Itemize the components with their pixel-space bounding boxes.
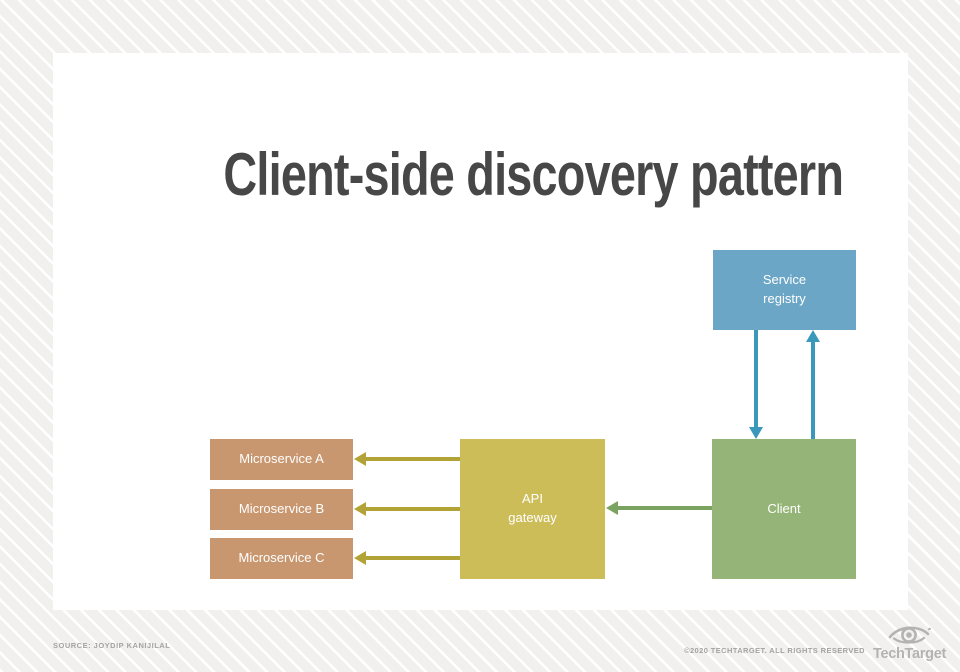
source-credit: SOURCE: JOYDIP KANIJILAL — [53, 641, 171, 650]
node-service-registry-label: Service registry — [762, 272, 807, 306]
arrow-line — [754, 330, 758, 427]
node-api-gateway-label: API gateway — [508, 491, 557, 525]
page-title: Client-side discovery pattern — [53, 140, 960, 209]
techtarget-logo: TechTarget — [873, 622, 946, 663]
node-client: Client — [712, 439, 856, 579]
techtarget-wordmark: TechTarget — [872, 646, 946, 662]
techtarget-eye-icon — [887, 622, 932, 650]
node-client-label: Client — [767, 500, 801, 516]
arrow-head-left-icon — [354, 551, 366, 565]
arrow-line — [366, 556, 460, 560]
node-microservice-b-label: Microservice B — [238, 501, 325, 517]
arrow-line — [366, 457, 460, 461]
node-microservice-a-label: Microservice A — [239, 451, 324, 467]
arrow-line — [618, 506, 712, 510]
node-microservice-c-label: Microservice C — [238, 550, 325, 566]
node-service-registry: Service registry — [713, 250, 856, 330]
node-api-gateway: API gateway — [460, 439, 605, 579]
node-microservice-b: Microservice B — [210, 489, 353, 530]
copyright-text: ©2020 TECHTARGET. ALL RIGHTS RESERVED — [684, 645, 865, 655]
arrow-head-left-icon — [354, 502, 366, 516]
arrow-head-left-icon — [354, 452, 366, 466]
arrow-head-up-icon — [806, 330, 820, 342]
arrow-head-left-icon — [606, 501, 618, 515]
arrow-line — [811, 342, 815, 439]
content-card: Client-side discovery pattern Service re… — [53, 53, 908, 610]
node-microservice-a: Microservice A — [210, 439, 353, 480]
arrow-line — [366, 507, 460, 511]
node-microservice-c: Microservice C — [210, 538, 353, 579]
footer-right: ©2020 TECHTARGET. ALL RIGHTS RESERVED Te… — [684, 622, 946, 663]
page-title-text: Client-side discovery pattern — [223, 141, 844, 208]
arrow-head-down-icon — [749, 427, 763, 439]
